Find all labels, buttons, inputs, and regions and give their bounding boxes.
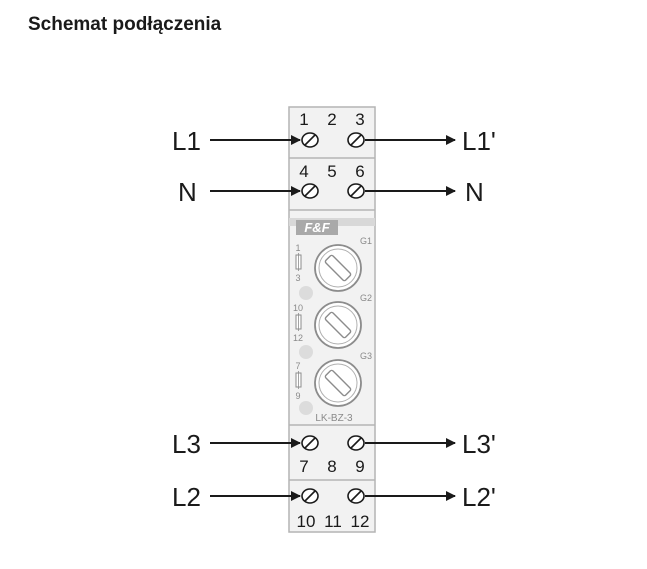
terminal-number: 10 bbox=[297, 512, 316, 531]
terminal-number: 9 bbox=[355, 457, 364, 476]
terminal-screw bbox=[301, 132, 319, 148]
connection-label-n-in: N bbox=[178, 177, 197, 207]
terminal-number: 4 bbox=[299, 162, 308, 181]
fuse-label: 3 bbox=[295, 273, 300, 283]
connection-label-l3-in: L3 bbox=[172, 429, 201, 459]
led-indicator bbox=[299, 401, 313, 415]
connection-label-l1-out: L1' bbox=[462, 126, 496, 156]
led-indicator bbox=[299, 286, 313, 300]
group-label-g2: G2 bbox=[360, 293, 372, 303]
brand-logo-text: F&F bbox=[304, 220, 330, 235]
connection-label-l2-in: L2 bbox=[172, 482, 201, 512]
terminal-screw bbox=[301, 183, 319, 199]
knob-g3[interactable] bbox=[314, 359, 362, 407]
terminal-number: 5 bbox=[327, 162, 336, 181]
terminal-number: 1 bbox=[299, 110, 308, 129]
connection-label-l1-in: L1 bbox=[172, 126, 201, 156]
connection-label-l2-out: L2' bbox=[462, 482, 496, 512]
terminal-number: 7 bbox=[299, 457, 308, 476]
page-title: Schemat podłączenia bbox=[28, 14, 222, 35]
knob-g1[interactable] bbox=[314, 244, 362, 292]
group-label-g1: G1 bbox=[360, 236, 372, 246]
terminal-screw bbox=[301, 435, 319, 451]
terminal-number: 3 bbox=[355, 110, 364, 129]
terminal-number: 11 bbox=[324, 512, 342, 531]
fuse-label: 9 bbox=[295, 391, 300, 401]
knob-g2[interactable] bbox=[314, 301, 362, 349]
connection-label-l3-out: L3' bbox=[462, 429, 496, 459]
connection-label-n-out: N bbox=[465, 177, 484, 207]
terminal-screw bbox=[347, 435, 365, 451]
terminal-screw bbox=[301, 488, 319, 504]
fuse-label: 10 bbox=[293, 303, 303, 313]
terminal-number: 2 bbox=[327, 110, 336, 129]
fuse-label: 7 bbox=[295, 361, 300, 371]
model-label: LK-BZ-3 bbox=[315, 413, 353, 424]
terminal-screw bbox=[347, 132, 365, 148]
brand-logo bbox=[296, 220, 338, 235]
terminal-screw bbox=[347, 183, 365, 199]
terminal-number: 12 bbox=[351, 512, 370, 531]
terminal-screw bbox=[347, 488, 365, 504]
group-label-g3: G3 bbox=[360, 351, 372, 361]
fuse-label: 12 bbox=[293, 333, 303, 343]
terminal-number: 8 bbox=[327, 457, 336, 476]
fuse-label: 1 bbox=[295, 243, 300, 253]
led-indicator bbox=[299, 345, 313, 359]
terminal-number: 6 bbox=[355, 162, 364, 181]
